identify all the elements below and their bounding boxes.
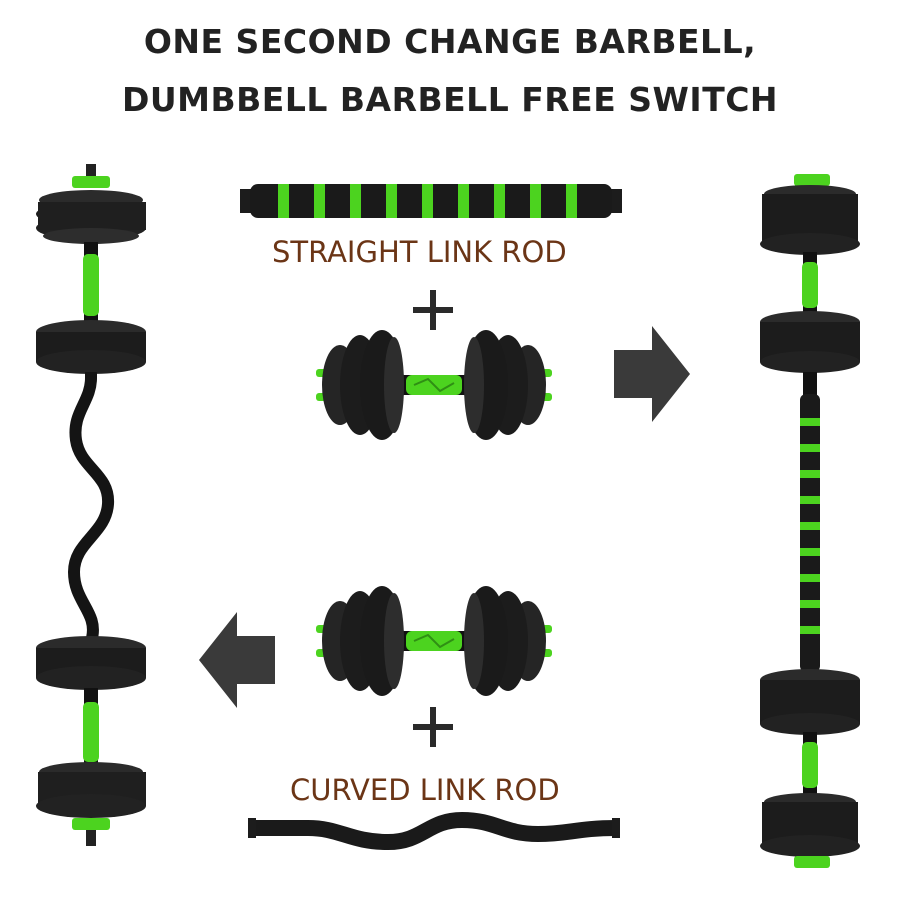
dumbbell-image-bottom (316, 586, 552, 696)
straight-link-rod-label: STRAIGHT LINK ROD (272, 235, 567, 269)
plus-icon (413, 290, 453, 330)
plus-icon (413, 707, 453, 747)
straight-barbell-image (760, 174, 860, 868)
curved-link-rod-label: CURVED LINK ROD (290, 773, 560, 807)
curved-link-rod-image (248, 811, 620, 851)
arrow-right-icon (614, 326, 690, 422)
headline-line-1: ONE SECOND CHANGE BARBELL, (143, 22, 757, 61)
headline-line-2: DUMBBELL BARBELL FREE SWITCH (121, 80, 779, 119)
arrow-left-icon (199, 612, 275, 708)
dumbbell-image-top (316, 330, 552, 440)
curved-barbell-image (36, 164, 146, 846)
straight-link-rod-image (240, 184, 622, 218)
